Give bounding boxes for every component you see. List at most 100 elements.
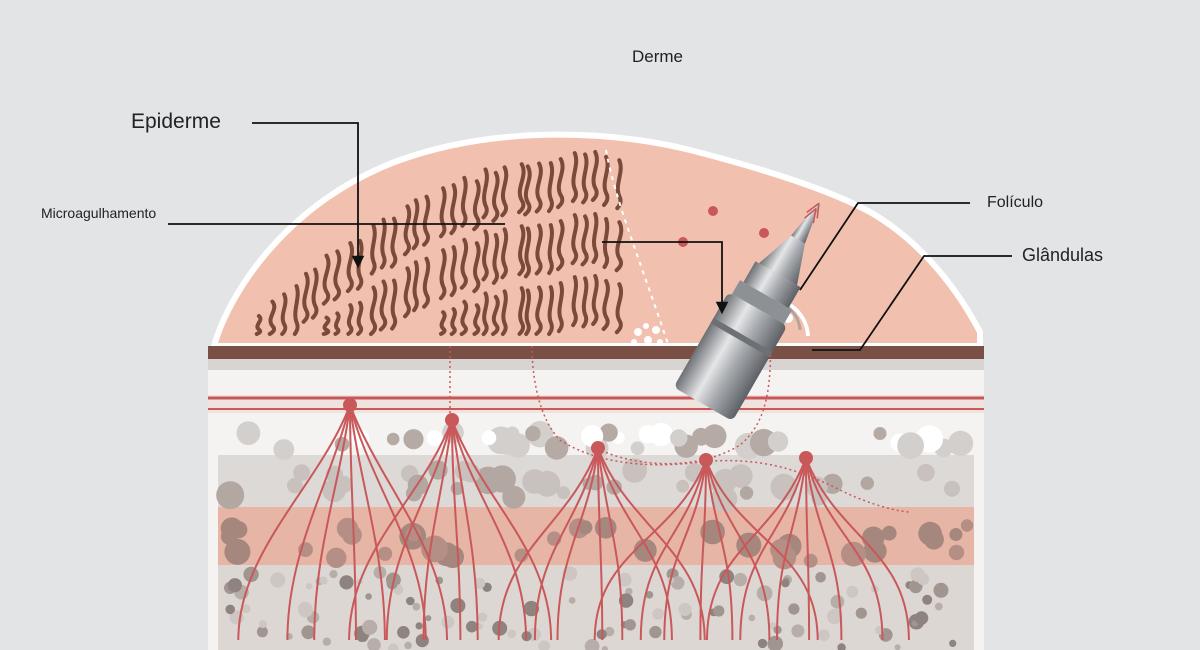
tissue-cell — [406, 485, 422, 502]
hair-strand — [379, 217, 387, 270]
label-derme: Derme — [632, 47, 684, 66]
tissue-cell — [897, 432, 924, 459]
vessel-branch — [451, 419, 462, 641]
hair-strand — [517, 286, 526, 336]
hair-strand — [422, 194, 431, 247]
tissue-cell — [649, 422, 673, 447]
hair-strand — [346, 303, 354, 336]
tissue-cell — [748, 614, 756, 622]
vessel-branch — [593, 459, 707, 641]
tissue-cell — [837, 643, 846, 650]
hair-strand — [481, 167, 489, 220]
vessel-branch — [348, 419, 453, 641]
dotted-ducts — [449, 319, 911, 513]
hair-strand — [356, 300, 364, 336]
tissue-cell — [923, 529, 944, 550]
vessel-branch — [597, 447, 604, 641]
tissue-cell — [336, 517, 359, 540]
tissue-cell — [949, 639, 957, 648]
vessel-branch — [286, 404, 351, 641]
tissue-cell — [287, 477, 303, 494]
tissue-cell — [827, 608, 843, 625]
tissue-cell — [711, 485, 738, 512]
tissue-cell — [273, 439, 295, 460]
tissue-cell — [770, 473, 798, 501]
tissue-cell — [450, 598, 466, 614]
tissue-cell — [917, 463, 935, 482]
tissue-cell — [386, 432, 400, 446]
vessel-branch — [805, 457, 884, 641]
tissue-cell — [365, 593, 372, 600]
tissue-cell — [305, 583, 313, 590]
tissue-cell — [525, 425, 541, 442]
hair-strand — [491, 294, 500, 336]
tissue-cell — [474, 577, 486, 589]
hair-strand — [500, 165, 509, 218]
tissue-cell — [684, 463, 705, 483]
tissue-cell — [538, 640, 550, 650]
tissue-cell — [678, 602, 692, 617]
vessel-branch — [349, 404, 448, 641]
hair-strand — [556, 281, 564, 334]
blood-vessels — [237, 398, 910, 641]
hair-strand — [449, 245, 457, 298]
label-epiderme: Epiderme — [131, 110, 221, 133]
tissue-cell — [645, 591, 654, 599]
vessel-branch — [706, 457, 807, 641]
label-foliculo: Folículo — [987, 194, 1044, 211]
tissue-cell — [914, 611, 929, 625]
tissue-cell — [481, 430, 497, 446]
hair-strand — [517, 224, 526, 277]
tissue-cell — [818, 629, 830, 641]
tissue-cell — [227, 578, 242, 593]
vessel-branch — [451, 419, 479, 641]
vessel-branch — [556, 447, 599, 641]
hair-strand — [601, 279, 610, 331]
hair-strand — [449, 307, 457, 336]
tissue-cell — [477, 612, 488, 622]
hair-strand — [602, 155, 610, 207]
hair-strand — [534, 223, 543, 276]
tissue-cell — [298, 601, 312, 616]
hair-strand — [321, 315, 331, 336]
tissue-cell — [670, 576, 685, 590]
hair-strand — [481, 291, 489, 337]
hair-strand — [378, 279, 388, 332]
vessel-branch — [699, 459, 707, 641]
tissue-cell — [767, 635, 783, 650]
tissue-cell — [702, 424, 727, 449]
tissue-cell — [881, 525, 897, 541]
vessel-branch — [349, 404, 386, 641]
vessel-branch — [597, 447, 624, 641]
vessel-branch — [639, 459, 707, 641]
hair-strand — [449, 183, 458, 236]
tissue-cells — [216, 421, 974, 650]
vessel-branch — [775, 457, 807, 641]
tissue-cell — [466, 620, 478, 633]
tissue-cell — [412, 602, 421, 611]
tissue-cell — [713, 605, 725, 617]
tissue-cell — [557, 486, 571, 500]
tissue-cell — [944, 480, 960, 497]
hair-strand — [534, 161, 543, 214]
micro-channels — [605, 149, 669, 345]
hair-strand — [591, 274, 599, 326]
tissue-cell — [652, 608, 664, 620]
tissue-cell — [216, 481, 245, 510]
hair-strand — [581, 276, 589, 329]
hair-strand — [556, 157, 565, 210]
tissue-cell — [916, 572, 930, 586]
tissue-cell — [638, 425, 657, 444]
hair-strand — [332, 249, 342, 302]
tissue-cell — [505, 426, 520, 441]
tissue-cell — [781, 579, 790, 588]
hair-strand — [389, 216, 398, 269]
hair-strand — [614, 282, 624, 335]
vessel-branch — [805, 457, 811, 641]
tissue-cell — [241, 604, 251, 614]
hair-strand — [602, 217, 610, 269]
tissue-cell — [960, 519, 974, 532]
hair-strands — [254, 150, 624, 337]
tissue-cell — [676, 479, 689, 493]
